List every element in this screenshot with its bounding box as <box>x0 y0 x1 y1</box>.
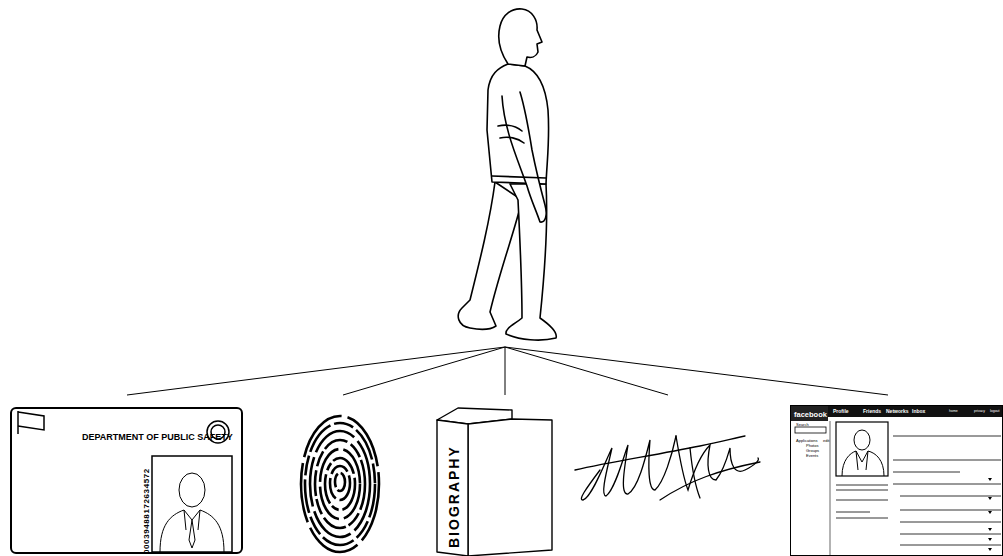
dropdown-mark <box>988 497 992 500</box>
column-divider <box>830 421 831 555</box>
leader-line <box>505 347 668 395</box>
dropdown-mark <box>988 548 992 551</box>
fingerprint-ridge <box>325 458 355 510</box>
id-photo-head <box>179 473 205 507</box>
search-box <box>795 427 826 433</box>
fingerprint-ridge <box>315 440 365 528</box>
dropdown-mark <box>988 478 992 481</box>
sidebar-item: Applications <box>796 439 818 443</box>
man-head <box>499 9 542 66</box>
biography-book: BIOGRAPHY <box>437 408 553 556</box>
man-belt <box>492 176 546 178</box>
profile-head <box>854 430 870 450</box>
text-line <box>836 490 888 491</box>
sidebar-item: Events <box>806 454 818 458</box>
man-sleeve <box>498 125 524 143</box>
site-header <box>791 406 828 421</box>
id-number: 00039488172634572 <box>143 468 151 554</box>
dropdown-mark <box>988 538 992 541</box>
book-cover <box>468 419 552 556</box>
leader-line <box>127 347 505 395</box>
fingerprint-ridge <box>330 466 350 500</box>
menu-item: Profile <box>833 409 849 414</box>
leader-line <box>343 347 505 395</box>
text-line <box>836 500 888 501</box>
text-line <box>836 512 870 513</box>
signature-stroke <box>690 448 700 498</box>
fingerprint-ridge <box>310 431 370 537</box>
leader-line <box>505 347 506 395</box>
text-line <box>836 485 888 486</box>
text-line <box>900 510 1001 511</box>
man-back-leg <box>458 182 522 329</box>
text-line <box>893 484 1001 485</box>
walking-man <box>458 9 556 340</box>
fingerprint-ridge <box>320 449 360 519</box>
menu-item: home <box>949 410 958 414</box>
social-profile-page: facebook Profile Friends NetworksInbox home p… <box>790 405 1003 556</box>
card-heading: DEPARTMENT OF PUBLIC SAFETY <box>82 433 233 442</box>
flag-pole <box>17 411 19 434</box>
id-card-art <box>18 411 232 552</box>
sidebar-item: Search <box>796 423 809 427</box>
signature <box>575 436 760 500</box>
id-photo-frame <box>152 456 232 552</box>
sidebar-item: Photos <box>806 444 818 448</box>
menu-item: Networks <box>886 409 909 414</box>
book-spine <box>437 420 468 556</box>
flag <box>18 412 44 430</box>
leader-lines <box>127 347 888 395</box>
site-logo: facebook <box>794 411 827 419</box>
facebook-art <box>791 406 1002 555</box>
signature-stroke <box>660 462 760 500</box>
fingerprint <box>301 416 379 552</box>
text-line <box>900 522 1001 523</box>
signature-stroke <box>575 436 745 470</box>
profile-photo <box>836 422 888 476</box>
text-line <box>893 472 960 473</box>
dropdown-mark <box>988 511 992 514</box>
sidebar-item: Groups <box>806 449 819 453</box>
man-arm <box>502 92 546 222</box>
man-front-leg <box>506 184 556 340</box>
menu-bar <box>828 406 1002 417</box>
book-art <box>437 408 552 556</box>
id-card: DEPARTMENT OF PUBLIC SAFETY 0003948817263… <box>10 407 243 554</box>
text-line <box>893 436 1001 437</box>
book-title: BIOGRAPHY <box>447 445 461 548</box>
sidebar-item: edit <box>823 439 829 443</box>
signature-stroke <box>676 436 758 490</box>
profile-lines <box>836 436 1001 545</box>
dropdown-mark <box>988 528 992 531</box>
text-line <box>893 460 1001 461</box>
text-line <box>836 518 888 519</box>
menu-item: logout <box>990 410 1000 414</box>
id-photo-suit <box>160 510 224 552</box>
menu-item: Friends <box>863 409 881 414</box>
menu-item: privacy <box>974 410 985 414</box>
profile-jacket <box>842 451 884 476</box>
leader-line <box>505 347 888 395</box>
text-line <box>900 496 1001 497</box>
fingerprint-ridge <box>305 423 375 545</box>
fingerprint-ridge <box>301 416 379 552</box>
menu-item: Inbox <box>912 409 925 414</box>
text-line <box>900 545 1001 546</box>
signature-stroke <box>581 436 676 500</box>
fingerprint-ridge <box>335 473 345 491</box>
text-line <box>900 534 1001 535</box>
dropdown-marks <box>988 478 992 551</box>
